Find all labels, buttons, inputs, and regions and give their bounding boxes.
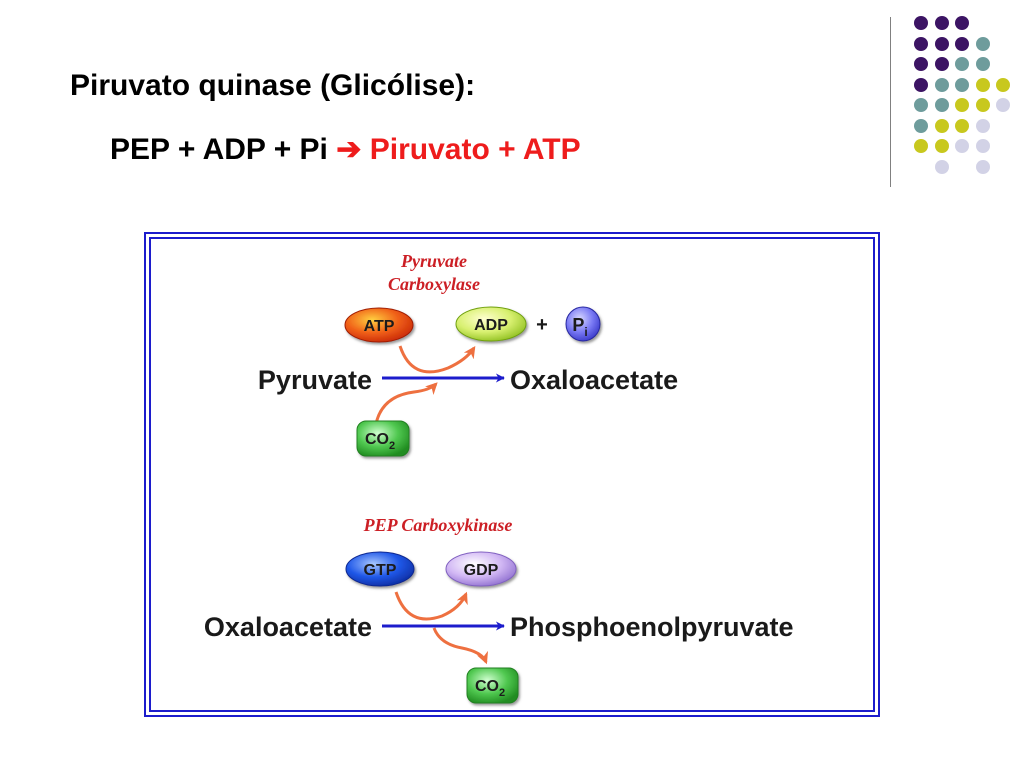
decorative-dot <box>955 118 969 133</box>
enzyme-label-pyruvate-carboxylase: Pyruvate <box>400 251 467 271</box>
decorative-dot <box>914 16 928 30</box>
decorative-dot <box>914 98 928 112</box>
phosphate-main: P <box>572 315 584 335</box>
reaction-equation: PEP + ADP + Pi ➔ Piruvato + ATP <box>110 132 581 167</box>
adp-label: ADP <box>474 317 508 334</box>
decorative-dot <box>955 57 969 71</box>
decorative-dot <box>934 77 949 92</box>
co2-molecule-out: CO2 <box>466 667 519 704</box>
adp-molecule: ADP <box>455 306 527 342</box>
decorative-dot <box>955 98 969 112</box>
co2-in-subscript: 2 <box>389 440 395 452</box>
decorative-dot <box>996 98 1010 112</box>
co2-out-subscript: 2 <box>499 687 505 699</box>
gluconeogenesis-bypass-figure: Pyruvate Carboxylase ATP ADP + Pi Pyruva… <box>144 232 880 717</box>
decorative-dot <box>934 57 949 71</box>
decorative-dot <box>914 77 928 92</box>
gdp-label: GDP <box>464 562 499 579</box>
decorative-dot <box>934 36 949 51</box>
equation-products: Piruvato + ATP <box>369 133 581 166</box>
decorative-dot <box>955 139 969 153</box>
decorative-dot <box>934 139 949 153</box>
decorative-dot <box>914 57 928 71</box>
equation-arrow-icon: ➔ <box>336 133 362 166</box>
co2-label-out: CO2 <box>475 678 505 699</box>
decorative-dot <box>996 77 1010 92</box>
equation-reactants: PEP + ADP + Pi <box>110 133 328 166</box>
phosphate-label: Pi <box>572 315 587 339</box>
co2-curved-arrow-out <box>432 627 488 665</box>
decorative-dot <box>914 139 928 153</box>
decorative-dot <box>975 139 990 153</box>
decorative-dot <box>955 36 969 51</box>
decorative-dot <box>975 98 990 112</box>
gtp-to-gdp-curved-arrow <box>394 591 468 621</box>
atp-to-adp-curved-arrow <box>398 345 476 374</box>
gtp-label: GTP <box>364 562 397 579</box>
co2-in-main: CO <box>365 431 389 448</box>
co2-out-main: CO <box>475 678 499 695</box>
gtp-molecule: GTP <box>345 551 415 587</box>
decorative-dot <box>914 118 928 133</box>
atp-label: ATP <box>364 318 395 335</box>
decorative-dot <box>975 57 990 71</box>
decorative-dot <box>975 36 990 51</box>
figure-border-inner <box>149 237 875 712</box>
phosphoenolpyruvate-label: Phosphoenolpyruvate <box>510 612 794 642</box>
oxaloacetate-substrate-label: Oxaloacetate <box>204 612 372 642</box>
co2-molecule-in: CO2 <box>356 420 410 457</box>
decorative-dot <box>934 159 949 174</box>
pyruvate-label: Pyruvate <box>258 365 372 395</box>
decorative-dot <box>934 16 949 30</box>
decorative-dot <box>955 77 969 92</box>
enzyme-label-pyruvate-carboxylase-line2: Carboxylase <box>388 274 480 294</box>
decorative-dot <box>955 16 969 30</box>
co2-curved-arrow-in <box>374 382 438 425</box>
phosphate-molecule: Pi <box>565 306 601 342</box>
vertical-divider <box>890 17 891 187</box>
phosphate-subscript: i <box>584 325 587 339</box>
figure-border-outer <box>144 232 880 717</box>
atp-molecule: ATP <box>344 307 414 343</box>
decorative-dot <box>975 77 990 92</box>
plus-sign: + <box>536 314 548 336</box>
decorative-dot <box>934 118 949 133</box>
decorative-dot <box>975 159 990 174</box>
slide-title: Piruvato quinase (Glicólise): <box>70 69 476 102</box>
co2-label-in: CO2 <box>365 431 395 452</box>
decorative-dot <box>914 36 928 51</box>
decorative-dot <box>975 118 990 133</box>
enzyme-label-pep-carboxykinase: PEP Carboxykinase <box>363 515 513 535</box>
oxaloacetate-product-label: Oxaloacetate <box>510 365 678 395</box>
decorative-dot <box>934 98 949 112</box>
gdp-molecule: GDP <box>445 551 517 587</box>
